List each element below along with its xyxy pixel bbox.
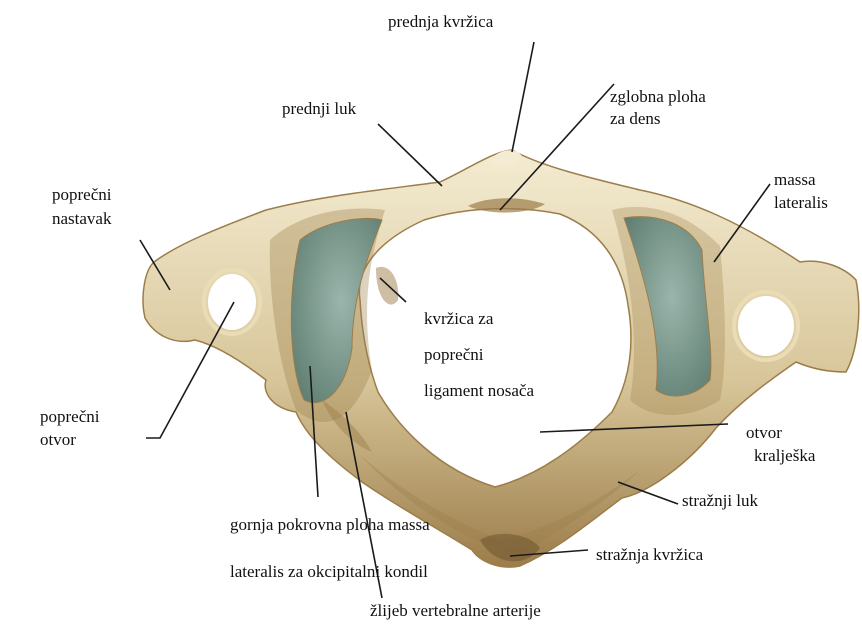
- leader-anterior-arch: [378, 124, 442, 186]
- label-transverse-process-line2: nastavak: [52, 210, 111, 227]
- label-dens-facet-line2: za dens: [610, 110, 661, 127]
- label-vertebral-foramen-line2: kralješka: [754, 447, 815, 464]
- label-lateral-mass-line1: massa: [774, 171, 816, 188]
- ligament-tubercle-shape: [376, 267, 398, 305]
- label-posterior-tubercle: stražnja kvržica: [596, 546, 703, 563]
- leader-anterior-tubercle: [512, 42, 534, 152]
- label-ligament-tubercle-line2: poprečni: [424, 346, 483, 363]
- label-anterior-arch: prednji luk: [282, 100, 356, 117]
- label-dens-facet-line1: zglobna ploha: [610, 88, 706, 105]
- label-ligament-tubercle-line3: ligament nosača: [424, 382, 534, 399]
- label-transverse-foramen-line2: otvor: [40, 431, 76, 448]
- label-lateral-mass-line2: lateralis: [774, 194, 828, 211]
- label-transverse-process-line1: poprečni: [52, 186, 111, 203]
- right-transverse-foramen: [738, 296, 794, 356]
- label-superior-facet-line1: gornja pokrovna ploha massa: [230, 516, 430, 533]
- label-posterior-arch: stražnji luk: [682, 492, 758, 509]
- label-vertebral-artery-groove: žlijeb vertebralne arterije: [370, 602, 541, 619]
- label-vertebral-foramen-line1: otvor: [746, 424, 782, 441]
- label-anterior-tubercle: prednja kvržica: [388, 13, 493, 30]
- label-ligament-tubercle-line1: kvržica za: [424, 310, 493, 327]
- left-transverse-foramen: [208, 274, 256, 330]
- label-transverse-foramen-line1: poprečni: [40, 408, 99, 425]
- label-superior-facet-line2: lateralis za okcipitalni kondil: [230, 563, 428, 580]
